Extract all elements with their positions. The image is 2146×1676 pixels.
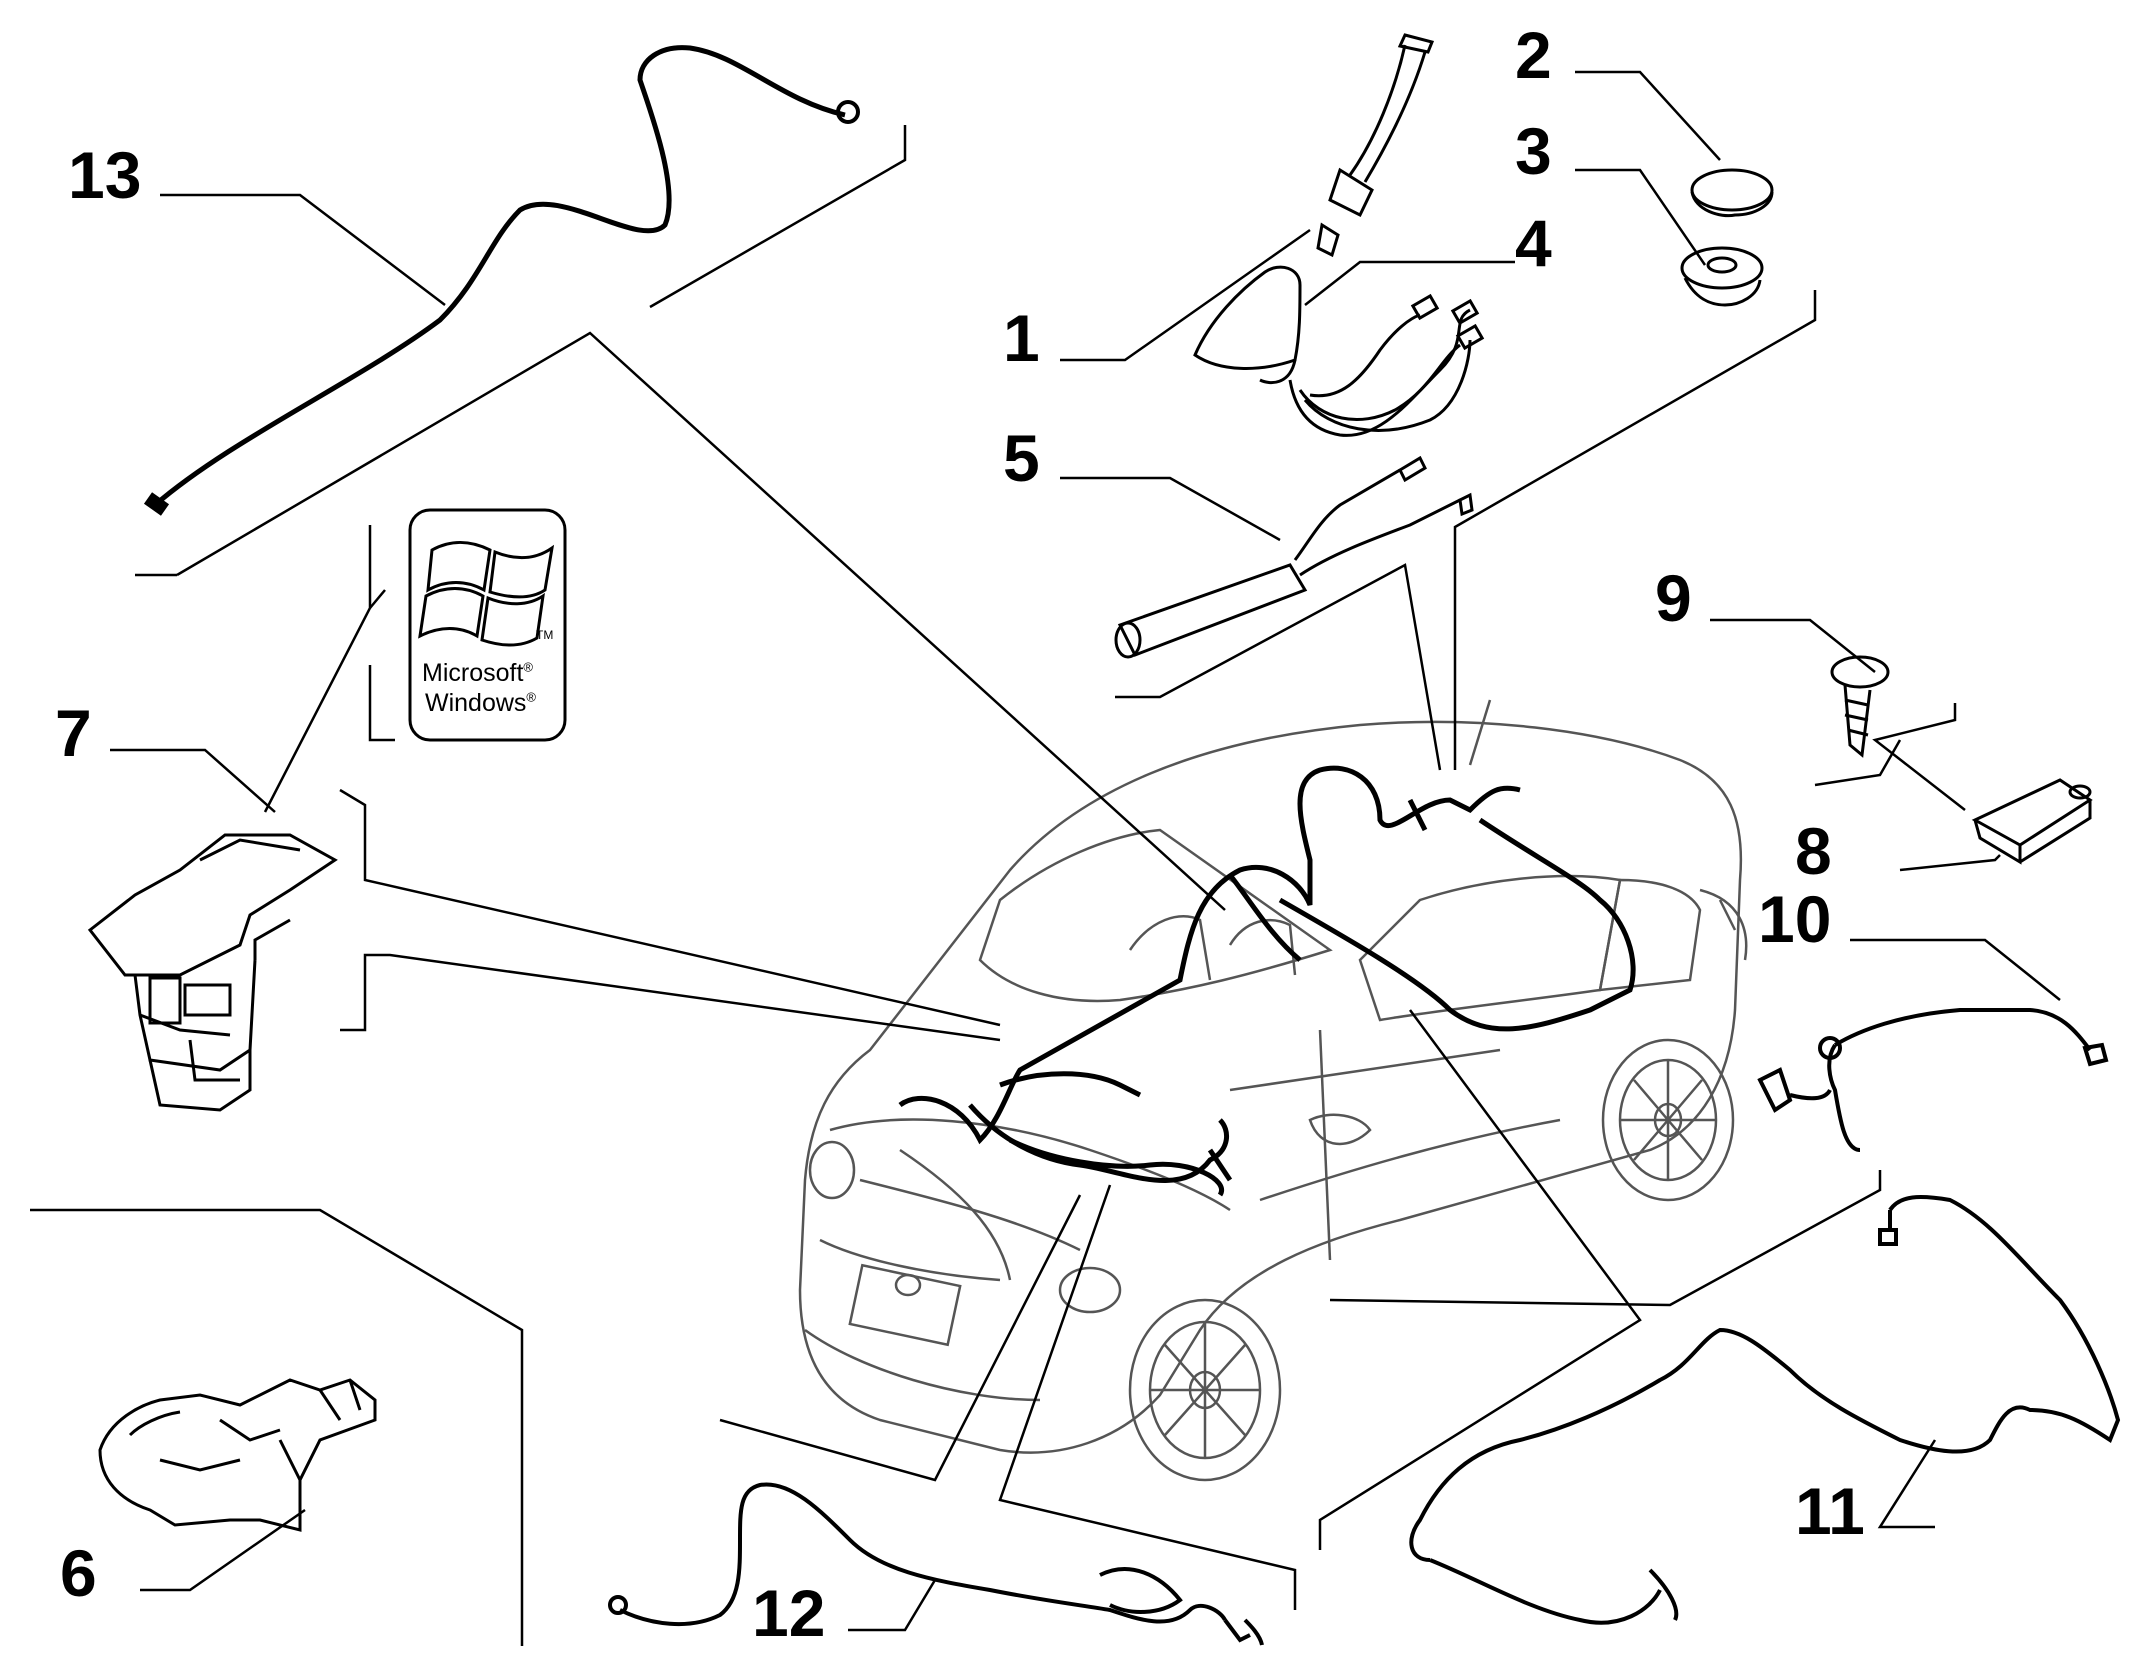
callout-12: 12	[752, 1576, 826, 1650]
leader-lines	[30, 70, 2061, 1646]
part-5-antenna-cable	[1114, 455, 1474, 659]
callout-1: 1	[1003, 301, 1040, 375]
part-8-module	[1971, 778, 2093, 865]
microsoft-windows-logo	[408, 508, 567, 742]
callout-13: 13	[68, 138, 142, 212]
callout-7: 7	[55, 696, 92, 770]
part-11-roof-harness	[1409, 1195, 2121, 1625]
callout-4: 4	[1515, 206, 1552, 280]
callout-11: 11	[1795, 1474, 1865, 1548]
callout-9: 9	[1655, 561, 1692, 635]
part-9-screw	[1830, 655, 1890, 758]
part-6-bracket	[98, 1378, 377, 1532]
part-10-cable	[1757, 1008, 2109, 1152]
car-body	[798, 699, 1748, 1482]
part-7-port-module	[87, 833, 338, 1112]
callout-8: 8	[1795, 814, 1832, 888]
part-13-ground-cable	[143, 45, 860, 516]
logo-line-microsoft: Microsoft®	[422, 659, 533, 687]
part-1-antenna-rod	[1316, 33, 1435, 258]
callout-6: 6	[60, 1536, 97, 1610]
logo-tm-mark: TM	[536, 628, 554, 642]
car-harness	[898, 765, 1636, 1197]
part-3-grommet	[1680, 246, 1764, 307]
callout-2: 2	[1515, 18, 1552, 92]
callout-10: 10	[1758, 882, 1832, 956]
callout-3: 3	[1515, 114, 1552, 188]
part-2-cap	[1690, 168, 1774, 218]
part-4-shark-fin-antenna	[1193, 265, 1485, 437]
part-12-front-harness	[608, 1482, 1264, 1646]
logo-line-windows: Windows®	[425, 689, 537, 717]
callout-5: 5	[1003, 421, 1040, 495]
